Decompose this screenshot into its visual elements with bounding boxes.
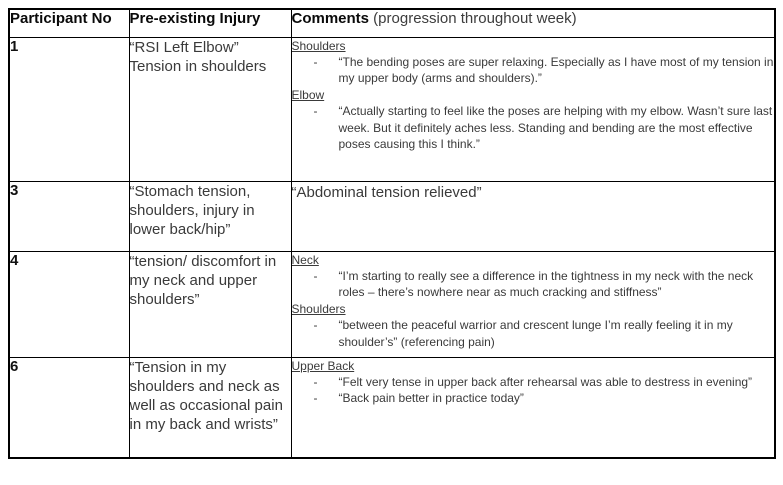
injury-cell: “Tension in my shoulders and neck as wel… xyxy=(128,356,292,459)
bullet-dash: - xyxy=(313,318,318,333)
bullet-text: “Actually starting to feel like the pose… xyxy=(338,104,773,151)
injury-cell: “tension/ discomfort in my neck and uppe… xyxy=(128,250,292,358)
comment-bullet: - “The bending poses are super relaxing.… xyxy=(314,54,775,87)
comments-cell: Neck - “I’m starting to really see a dif… xyxy=(290,250,776,358)
comment-heading: Neck xyxy=(291,252,319,267)
header-comments-subtitle: (progression throughout week) xyxy=(369,10,577,27)
injury-cell: “Stomach tension, shoulders, injury in l… xyxy=(128,180,292,252)
comments-cell: “Abdominal tension relieved” xyxy=(290,180,776,252)
comment-bullet: - “Actually starting to feel like the po… xyxy=(314,103,775,152)
participant-no-cell: 4 xyxy=(8,250,130,358)
bullet-text: “Felt very tense in upper back after reh… xyxy=(338,374,753,389)
comment-bullet: - “between the peaceful warrior and cres… xyxy=(314,317,775,350)
comment-bullet: - “Felt very tense in upper back after r… xyxy=(314,374,775,390)
table-row: 6 “Tension in my shoulders and neck as w… xyxy=(8,356,776,459)
header-comments-bold: Comments xyxy=(291,10,370,27)
bullet-dash: - xyxy=(313,268,318,283)
bullet-dash: - xyxy=(313,54,318,69)
header-participant-no: Participant No xyxy=(8,8,130,38)
bullet-text: “I’m starting to really see a difference… xyxy=(338,268,754,300)
bullet-text: “Back pain better in practice today” xyxy=(338,391,524,406)
table-row: 1 “RSI Left Elbow” Tension in shoulders … xyxy=(8,36,776,182)
table-header-row: Participant No Pre-existing Injury Comme… xyxy=(8,8,776,38)
comment-heading: Shoulders xyxy=(291,301,346,316)
comment-bullet: - “I’m starting to really see a differen… xyxy=(314,268,775,301)
injury-cell: “RSI Left Elbow” Tension in shoulders xyxy=(128,36,292,182)
participant-no-cell: 6 xyxy=(8,356,130,459)
comments-cell: Upper Back - “Felt very tense in upper b… xyxy=(290,356,776,459)
comment-heading: Upper Back xyxy=(291,358,355,373)
header-comments: Comments (progression throughout week) xyxy=(290,8,776,38)
header-pre-existing-injury: Pre-existing Injury xyxy=(128,8,292,38)
bullet-text: “between the peaceful warrior and cresce… xyxy=(338,318,733,349)
comments-cell: Shoulders - “The bending poses are super… xyxy=(290,36,776,182)
comment-heading: Elbow xyxy=(291,87,325,102)
injury-comments-table: Participant No Pre-existing Injury Comme… xyxy=(8,8,776,459)
bullet-text: “The bending poses are super relaxing. E… xyxy=(338,54,774,86)
comment-bullet: - “Back pain better in practice today” xyxy=(314,390,775,406)
table-row: 4 “tension/ discomfort in my neck and up… xyxy=(8,250,776,358)
bullet-dash: - xyxy=(313,374,318,389)
bullet-dash: - xyxy=(313,104,318,119)
participant-no-cell: 1 xyxy=(8,36,130,182)
comment-heading: Shoulders xyxy=(291,38,346,53)
participant-no-cell: 3 xyxy=(8,180,130,252)
comment-text: “Abdominal tension relieved” xyxy=(291,183,482,201)
table-row: 3 “Stomach tension, shoulders, injury in… xyxy=(8,180,776,252)
bullet-dash: - xyxy=(313,391,318,406)
